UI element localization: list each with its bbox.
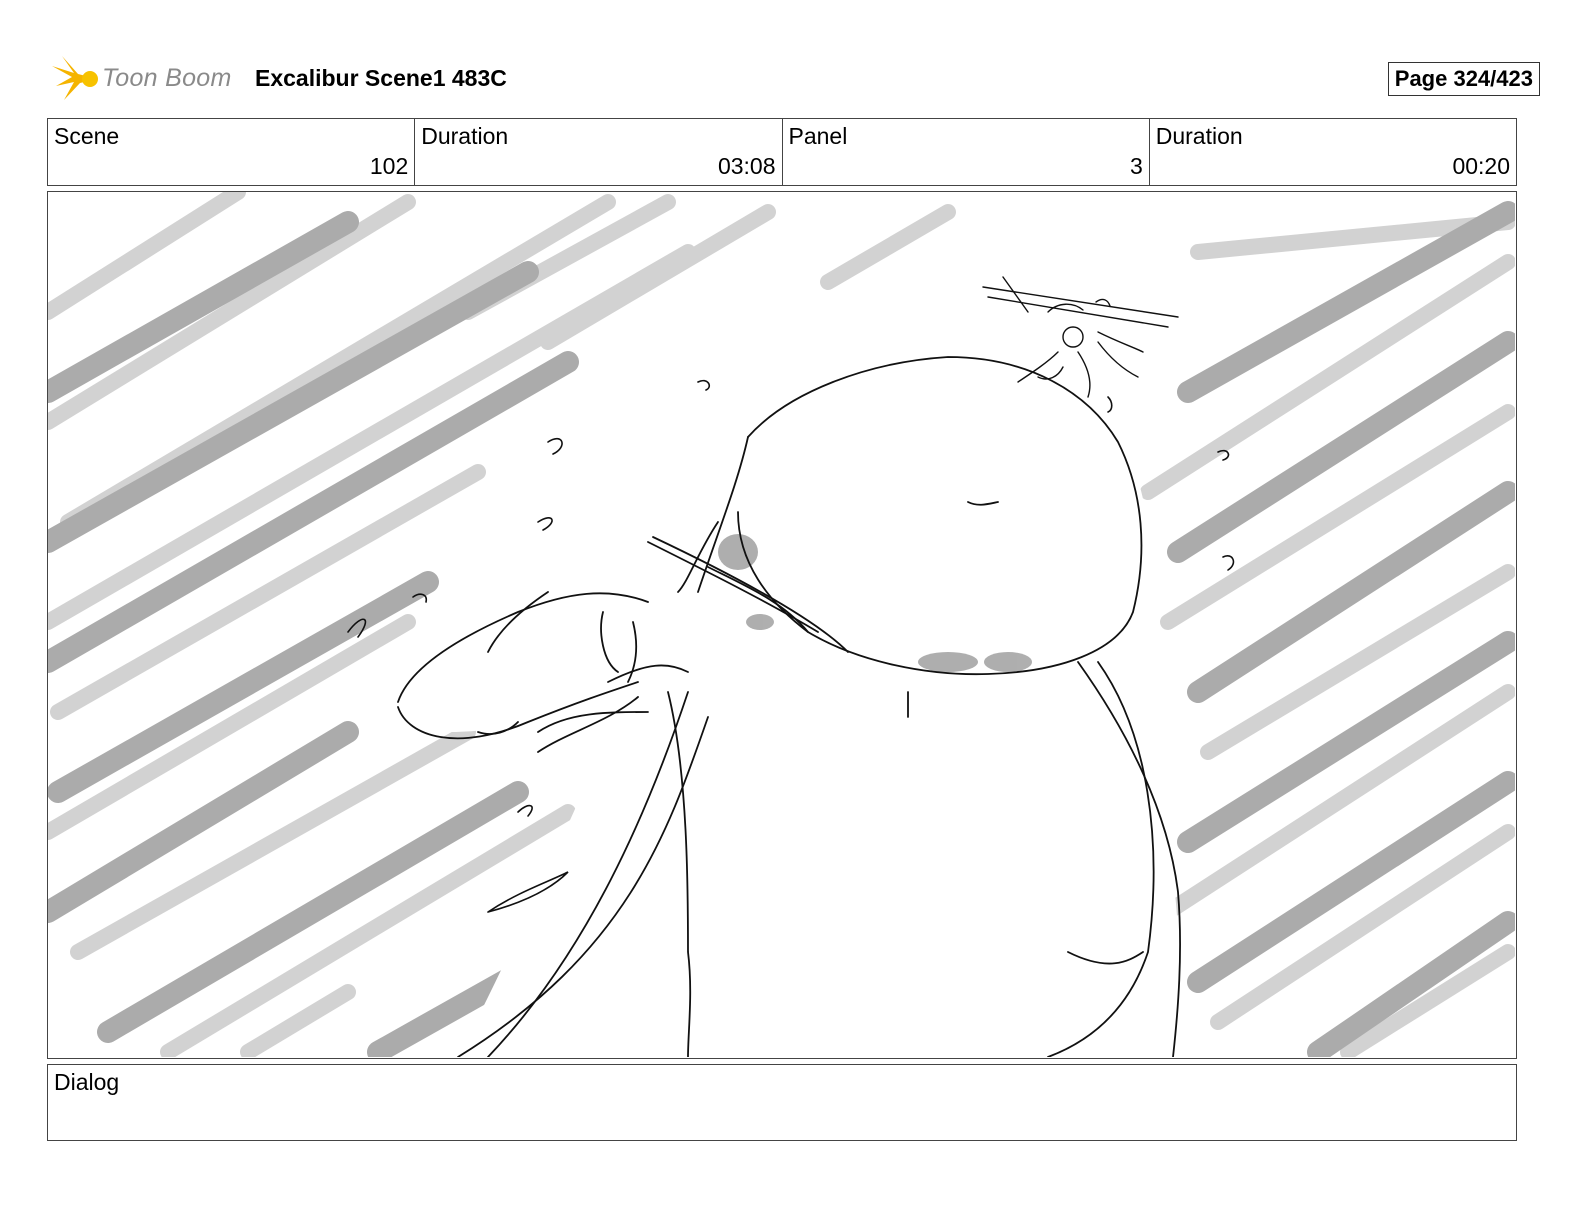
logo-text: Toon Boom	[102, 64, 232, 92]
scene-value: 102	[369, 153, 409, 179]
panel-cell: Panel 3	[783, 119, 1150, 185]
scene-duration-label: Duration	[421, 123, 509, 149]
scene-duration-value: 03:08	[717, 153, 776, 179]
panel-duration-value: 00:20	[1452, 153, 1510, 179]
panel-duration-label: Duration	[1155, 123, 1243, 149]
dialog-label: Dialog	[54, 1069, 120, 1095]
scene-label: Scene	[54, 123, 120, 149]
page-number: Page 324/423	[1387, 62, 1540, 96]
panel-duration-cell: Duration 00:20	[1150, 119, 1516, 185]
small-warrior-figure	[982, 276, 1179, 398]
starburst-logo-icon	[52, 56, 98, 100]
sketch-drawing	[48, 192, 1515, 1057]
storyboard-panel-image	[47, 191, 1517, 1059]
document-title: Excalibur Scene1 483C	[255, 65, 507, 91]
scene-cell: Scene 102	[48, 119, 416, 185]
speed-lines	[48, 192, 1515, 1057]
panel-value: 3	[1129, 153, 1143, 179]
giant-character	[347, 356, 1235, 1057]
storyboard-header: Toon Boom Excalibur Scene1 483C Page 324…	[50, 52, 1540, 102]
scene-info-table: Scene 102 Duration 03:08 Panel 3 Duratio…	[47, 118, 1517, 186]
panel-label: Panel	[788, 123, 848, 149]
scene-duration-cell: Duration 03:08	[415, 119, 783, 185]
dialog-box: Dialog	[47, 1064, 1517, 1141]
toon-boom-logo: Toon Boom	[50, 54, 240, 104]
